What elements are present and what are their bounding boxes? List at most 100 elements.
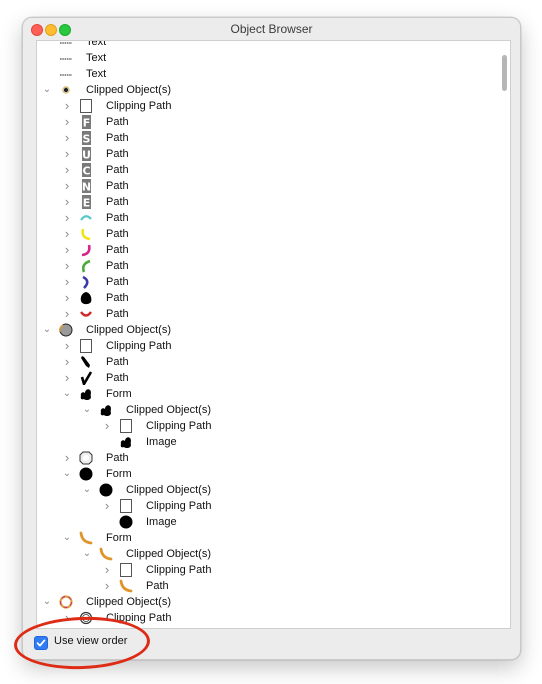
tree-row[interactable]: ›Path	[37, 306, 497, 322]
disclosure-collapsed-icon[interactable]: ›	[64, 146, 70, 161]
tree-row[interactable]: › Path	[37, 274, 497, 290]
tree-row[interactable]: ⌄Clipped Object(s)	[37, 82, 497, 98]
tree-row[interactable]: › Clipping Path	[37, 562, 497, 578]
tree-row[interactable]: ›Path	[37, 290, 497, 306]
disclosure-expanded-icon[interactable]: ⌄	[82, 548, 92, 559]
tree-row-label: Path	[106, 356, 129, 368]
tree-row[interactable]: › Path	[37, 354, 497, 370]
disclosure-collapsed-icon[interactable]: ›	[64, 274, 70, 289]
tree-row-label: Clipped Object(s)	[86, 596, 171, 608]
disclosure-collapsed-icon[interactable]: ›	[64, 242, 70, 257]
disclosure-collapsed-icon[interactable]: ›	[104, 418, 110, 433]
disclosure-collapsed-icon[interactable]: ›	[64, 354, 70, 369]
tree-row[interactable]: ›Clipping Path	[37, 418, 497, 434]
object-tree[interactable]: › Clipping Path ⌄ Clipped Object(s) › Path › Cl…	[36, 40, 511, 629]
tree-row[interactable]: ›Path	[37, 242, 497, 258]
tree-row[interactable]: ›Path	[37, 226, 497, 242]
disclosure-collapsed-icon[interactable]: ›	[104, 498, 110, 513]
tree-row[interactable]: ›Clipping Path	[37, 98, 497, 114]
disclosure-collapsed-icon[interactable]: ›	[104, 562, 110, 577]
tree-row-label: Path	[106, 212, 129, 224]
tree-row[interactable]: Image	[37, 434, 497, 450]
close-window-button[interactable]	[31, 24, 43, 36]
disclosure-collapsed-icon[interactable]: ›	[64, 226, 70, 241]
tree-row[interactable]: ⌄Clipped Object(s)	[37, 482, 497, 498]
tree-row-label: Path	[106, 276, 129, 288]
orange-arc-icon	[79, 531, 93, 545]
use-view-order-label[interactable]: Use view order	[54, 635, 128, 647]
tree-row[interactable]: ›Clipping Path	[37, 498, 497, 514]
disclosure-collapsed-icon[interactable]: ›	[64, 370, 70, 385]
use-view-order-checkbox[interactable]	[34, 636, 48, 650]
outline-circle-icon	[79, 611, 93, 625]
tree-row[interactable]: Text	[37, 66, 497, 82]
tree-row[interactable]: ⌄Form	[37, 386, 497, 402]
disclosure-collapsed-icon[interactable]: ›	[64, 114, 70, 129]
tree-row[interactable]: ⌄Form	[37, 466, 497, 482]
tree-row[interactable]: ⌄ Clipped Object(s)	[37, 322, 497, 338]
minimize-window-button[interactable]	[45, 24, 57, 36]
black-splash-icon	[99, 403, 113, 417]
tree-row[interactable]: ⌄Form	[37, 530, 497, 546]
tree-row[interactable]: › Clipping Path	[37, 610, 497, 626]
disclosure-expanded-icon[interactable]: ⌄	[42, 84, 52, 95]
tree-row[interactable]: ›Path	[37, 258, 497, 274]
tree-row[interactable]: Text	[37, 41, 497, 50]
zoom-window-button[interactable]	[59, 24, 71, 36]
svg-text:E: E	[83, 197, 91, 210]
disclosure-collapsed-icon[interactable]: ›	[64, 194, 70, 209]
tree-row[interactable]: Image	[37, 514, 497, 530]
tree-row[interactable]: › Path	[37, 578, 497, 594]
letter-n-icon: N	[79, 179, 93, 193]
tree-row-label: Clipped Object(s)	[86, 324, 171, 336]
clip-rect-icon	[119, 499, 133, 513]
disclosure-expanded-icon[interactable]: ⌄	[62, 532, 72, 543]
disclosure-collapsed-icon[interactable]: ›	[64, 290, 70, 305]
disclosure-collapsed-icon[interactable]: ›	[64, 162, 70, 177]
tree-row[interactable]: ›Clipping Path	[37, 338, 497, 354]
clip-rect-icon	[119, 563, 133, 577]
disclosure-collapsed-icon[interactable]: ›	[64, 450, 70, 465]
checkmark-icon	[36, 639, 46, 647]
disclosure-collapsed-icon[interactable]: ›	[64, 306, 70, 321]
disclosure-collapsed-icon[interactable]: ›	[64, 210, 70, 225]
disclosure-collapsed-icon[interactable]: ›	[64, 130, 70, 145]
disclosure-expanded-icon[interactable]: ⌄	[42, 596, 52, 607]
tree-row[interactable]: ⌄ Clipped Object(s)	[37, 594, 497, 610]
tree-row[interactable]: Text	[37, 50, 497, 66]
blue-arc-icon	[79, 275, 93, 289]
black-disc-icon	[99, 483, 113, 497]
dot-icon	[59, 83, 73, 97]
letter-s-icon: S	[79, 131, 93, 145]
black-stroke-icon	[79, 355, 93, 369]
disclosure-expanded-icon[interactable]: ⌄	[82, 404, 92, 415]
tree-row-label: Clipping Path	[146, 564, 212, 576]
tree-row-label: Clipping Path	[106, 612, 172, 624]
disclosure-expanded-icon[interactable]: ⌄	[82, 484, 92, 495]
tree-row[interactable]: ›Path	[37, 450, 497, 466]
tree-row[interactable]: ⌄Clipped Object(s)	[37, 546, 497, 562]
disclosure-collapsed-icon[interactable]: ›	[64, 98, 70, 113]
disclosure-collapsed-icon[interactable]: ›	[104, 578, 110, 593]
disclosure-expanded-icon[interactable]: ⌄	[62, 388, 72, 399]
tree-row[interactable]: ›Path	[37, 370, 497, 386]
disclosure-expanded-icon[interactable]: ⌄	[62, 468, 72, 479]
tree-row[interactable]: ⌄Clipped Object(s)	[37, 402, 497, 418]
disclosure-collapsed-icon[interactable]: ›	[64, 610, 70, 625]
tree-row-label: Path	[146, 580, 169, 592]
tree-row[interactable]: › Path	[37, 210, 497, 226]
rule-icon	[59, 67, 73, 81]
window-title: Object Browser	[230, 22, 313, 36]
disclosure-collapsed-icon[interactable]: ›	[64, 258, 70, 273]
vertical-scrollbar[interactable]	[502, 55, 507, 91]
tree-row-label: Path	[106, 164, 129, 176]
disclosure-expanded-icon[interactable]: ⌄	[42, 324, 52, 335]
disclosure-collapsed-icon[interactable]: ›	[64, 178, 70, 193]
disclosure-collapsed-icon[interactable]: ›	[64, 338, 70, 353]
